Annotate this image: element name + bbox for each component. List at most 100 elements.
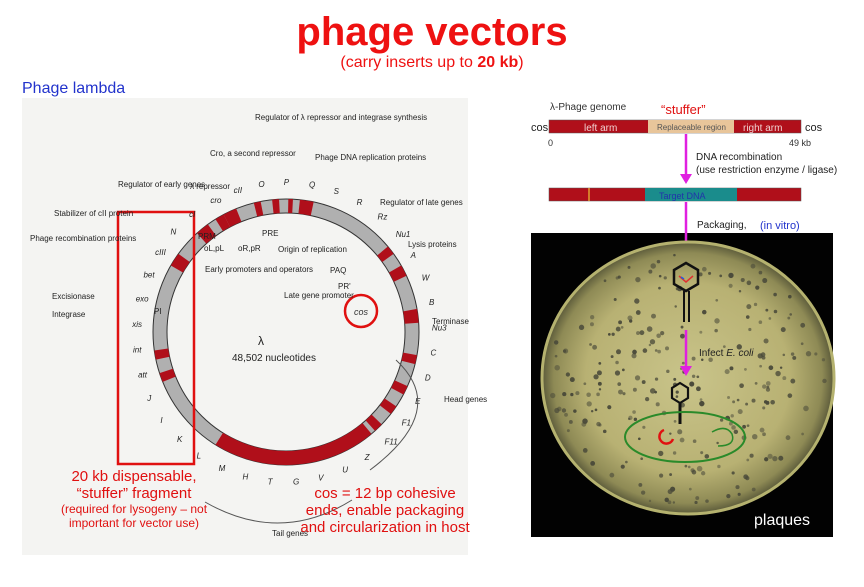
target-dna-label: Target DNA (659, 191, 706, 201)
target-dna-region (645, 188, 737, 201)
plaque-dot (648, 269, 653, 274)
red-segment (272, 199, 280, 214)
plaque-dot (646, 326, 653, 332)
plaque-dot (617, 382, 622, 386)
in-vitro-label: (in vitro) (760, 220, 800, 232)
plaque-dot (724, 369, 730, 375)
plaque-dot (763, 400, 768, 404)
plaque-dot (672, 451, 677, 455)
plaques-label: plaques (754, 512, 811, 529)
cos-right-label: cos (805, 122, 823, 134)
red-segment (154, 348, 170, 360)
gene-letter-v: V (318, 474, 324, 483)
plaque-dot (759, 427, 765, 433)
red-segment (197, 224, 217, 244)
plaque-dot (673, 419, 677, 423)
gene-letter-cro: cro (210, 196, 222, 205)
plaque-dot (569, 377, 575, 383)
plaque-dot (719, 418, 724, 422)
plaque-dot (768, 317, 772, 320)
plaque-dot (557, 406, 562, 412)
plaque-dot (651, 313, 656, 319)
cos-note: cos = 12 bp cohesive ends, enable packag… (300, 485, 470, 536)
gene-letter-u: U (342, 465, 348, 474)
plaque-dot (665, 346, 670, 351)
plaque-dot (562, 349, 567, 353)
plaque-dot (700, 451, 704, 455)
plaque-dot (702, 266, 707, 272)
plaque-dot (764, 457, 769, 462)
plaque-dot (650, 263, 656, 269)
plaque-dot (696, 375, 700, 379)
plaque-dot (704, 454, 710, 459)
gene-letter-h: H (243, 473, 249, 482)
plaque-dot (742, 424, 746, 429)
gene-letter-f1: F1 (402, 419, 411, 428)
plaque-dot (602, 429, 607, 434)
plaque-dot (728, 272, 734, 279)
red-segment (389, 265, 407, 282)
plaque-dot (565, 372, 571, 377)
packaging-label: Packaging, (697, 220, 746, 231)
plaque-dot (658, 286, 661, 290)
plaque-dot (554, 364, 560, 371)
gene-letter-ci: cI (189, 210, 196, 219)
plaque-dot (611, 332, 615, 336)
label-phage-recomb: Phage recombination proteins (30, 234, 136, 243)
plaque-dot (699, 400, 705, 407)
plaque-dot (649, 339, 656, 345)
red-segment (365, 414, 382, 431)
plaque-dot (765, 387, 771, 392)
phage-lambda-label: Phage lambda (22, 80, 126, 97)
recombination-arrowhead (680, 174, 692, 184)
red-segment (391, 380, 408, 395)
plaque-dot (758, 270, 763, 275)
plaque-dot (780, 327, 786, 333)
gene-letter-s: S (334, 187, 340, 196)
plaque-dot (586, 392, 591, 398)
petri-dish (542, 242, 834, 514)
subtitle-prefix: (carry inserts up to (340, 54, 478, 71)
plaque-dot (677, 429, 683, 435)
gene-letter-p: P (284, 178, 290, 187)
infect-arrowhead (680, 366, 692, 376)
gene-letter-b: B (429, 298, 435, 307)
plaque-dot (717, 464, 721, 469)
plaque-dot (573, 409, 577, 413)
plaque-dot (669, 473, 673, 477)
plaque-dot (745, 315, 750, 319)
plaque-dot (589, 343, 592, 346)
label-pr2: PR' (338, 282, 351, 291)
plaque-dot (702, 309, 707, 315)
plaque-dot (722, 345, 726, 349)
plaque-dot (727, 396, 731, 400)
plaque-dot (728, 421, 733, 426)
plaque-dot (628, 415, 633, 420)
infect-label-text: Infect (699, 348, 724, 359)
plaque-dot (550, 392, 556, 399)
plaque-dot (696, 465, 703, 472)
plaque-dot (561, 408, 567, 413)
plaque-dot (694, 500, 698, 505)
plaque-dot (614, 370, 621, 376)
plaque-dot (773, 292, 777, 297)
plaque-dot (814, 352, 818, 356)
plaque-dot (656, 259, 661, 264)
label-olpl: oL,pL (204, 244, 225, 253)
plaque-dot (691, 374, 696, 379)
gene-letter-m: M (219, 464, 226, 473)
plaque-dot (738, 290, 742, 293)
plaque-dot (691, 356, 696, 361)
gene-letter-c: C (431, 349, 437, 358)
plaque-dot (772, 456, 778, 462)
gene-letter-d: D (425, 374, 431, 383)
plaque-dot (618, 389, 623, 395)
plaque-dot (822, 378, 827, 384)
plaque-dot (730, 414, 734, 418)
plaque-dot (638, 482, 643, 487)
plaque-dot (705, 499, 709, 503)
label-regulator-early: Regulator of early genes (118, 180, 205, 189)
gene-letter-z: Z (364, 453, 371, 462)
plaque-dot (719, 274, 723, 278)
plaque-dot (753, 302, 758, 307)
